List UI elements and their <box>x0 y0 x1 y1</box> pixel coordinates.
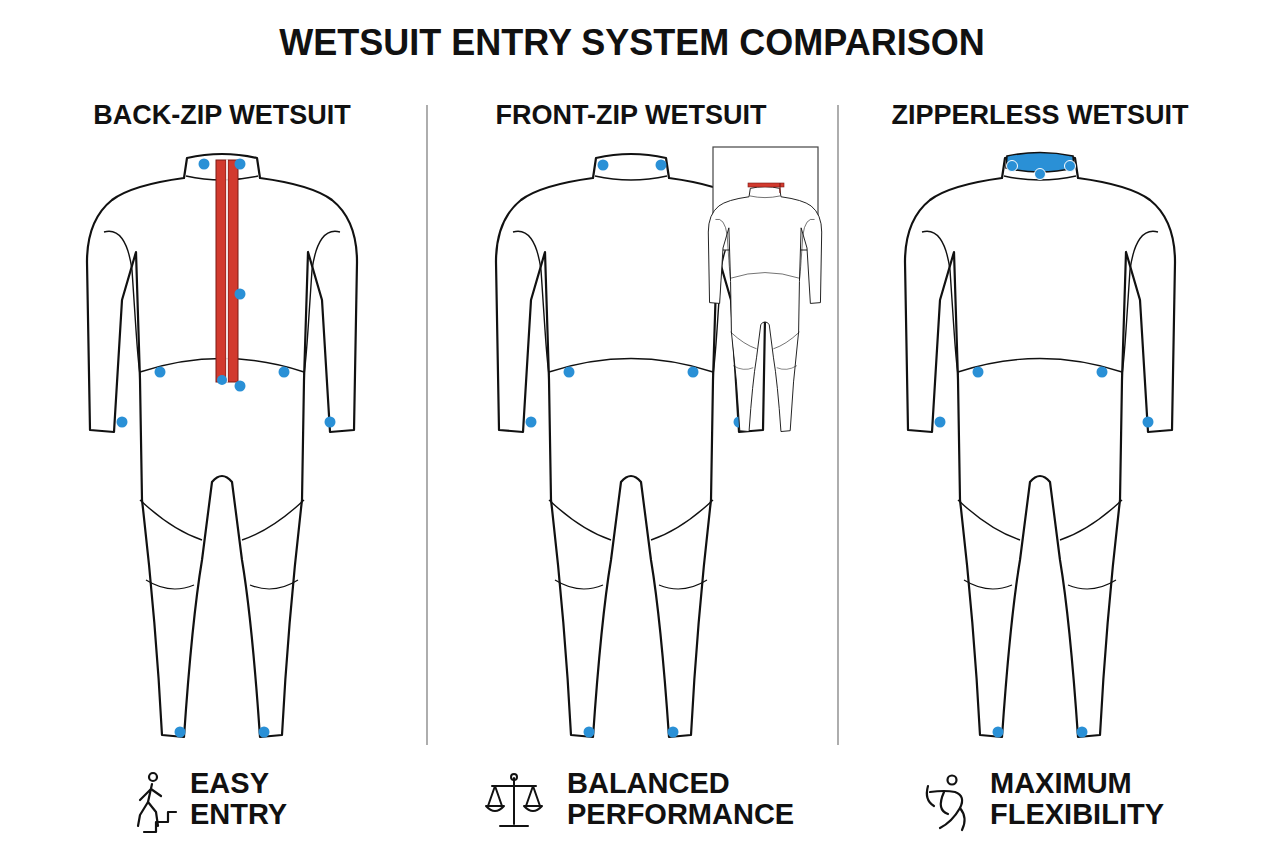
feature-caption: EASY ENTRY <box>190 768 287 831</box>
stairs-icon <box>138 773 176 832</box>
panel-heading: ZIPPERLESS WETSUIT <box>891 100 1188 131</box>
feature-caption: MAXIMUM FLEXIBILITY <box>990 768 1164 831</box>
panel-heading: FRONT-ZIP WETSUIT <box>496 100 767 131</box>
flex-icon <box>927 776 965 831</box>
scales-icon <box>486 774 542 826</box>
feature-caption: BALANCED PERFORMANCE <box>567 768 794 831</box>
diagram-title: WETSUIT ENTRY SYSTEM COMPARISON <box>279 22 984 64</box>
panel-heading: BACK-ZIP WETSUIT <box>93 100 351 131</box>
